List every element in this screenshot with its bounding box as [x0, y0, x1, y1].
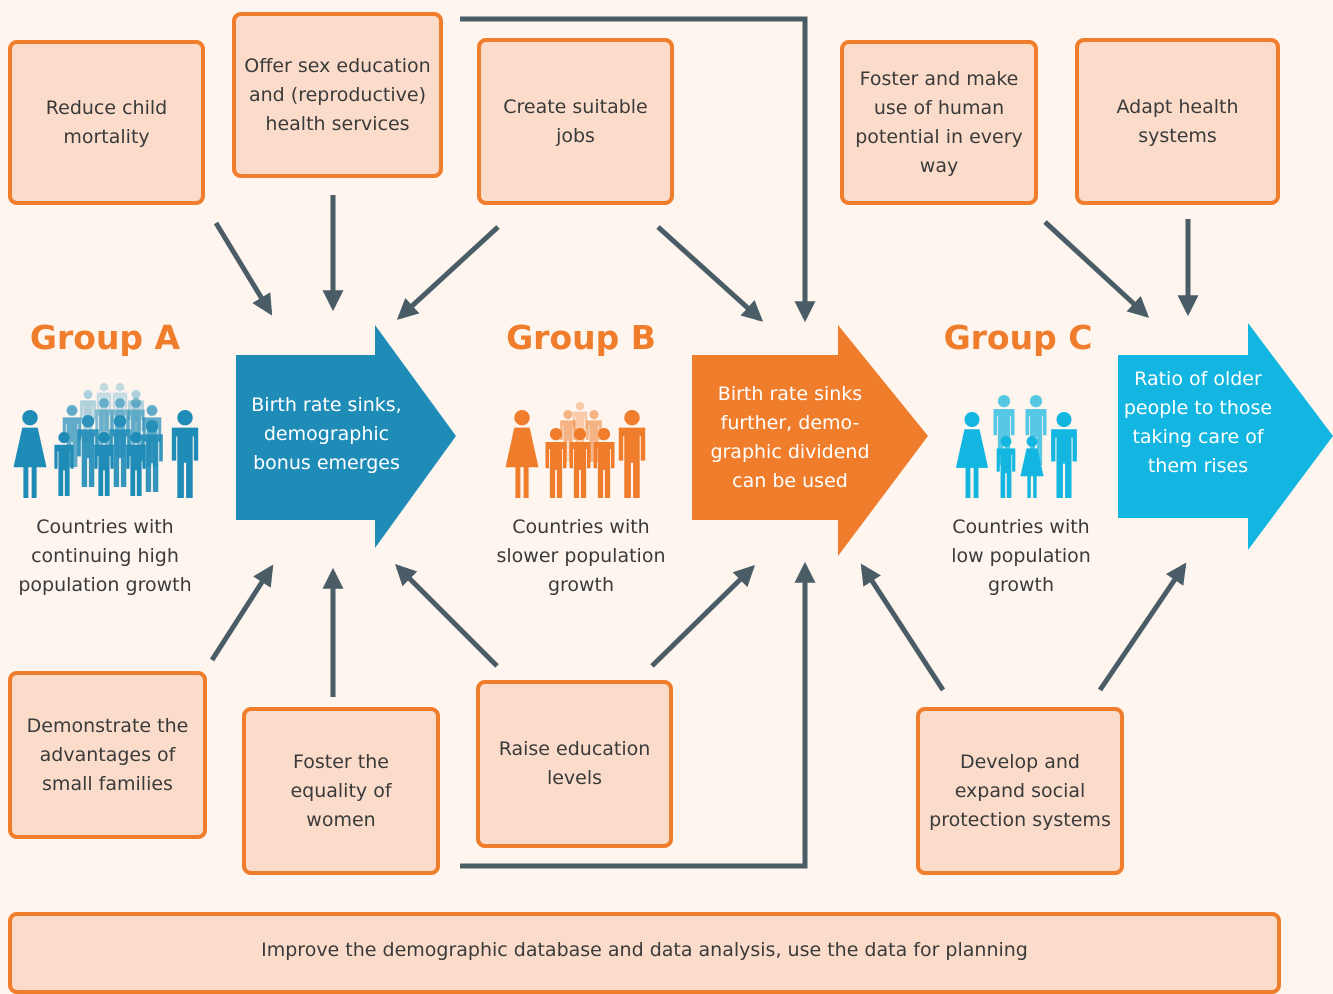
group-b-title: Group B [506, 318, 656, 357]
connector-small-families [209, 564, 274, 662]
group-a-arrow [236, 325, 456, 548]
box-label: Raise education levels [498, 738, 651, 789]
box-reduce-child-mortality: Reduce child mortality [8, 40, 205, 205]
group-a-title: Group A [29, 318, 181, 357]
person-icon [94, 432, 114, 496]
box-label: Develop and expand social protection sys… [929, 750, 1111, 831]
person-icon [545, 428, 567, 498]
group-c-arrow [1118, 323, 1333, 550]
box-label: Adapt health systems [1116, 95, 1239, 147]
small-crowd-icon [505, 402, 646, 498]
box-sex-education: Offer sex education and (reproductive) h… [232, 12, 443, 178]
box-education-levels: Raise education levels [476, 680, 673, 848]
connector-social-protection-b [860, 563, 946, 692]
person-icon [109, 415, 131, 487]
person-icon [955, 412, 989, 498]
group-b-arrow-label: Birth rate sinks further, demo-graphic d… [710, 383, 870, 492]
box-label: Foster and make use of human potential i… [855, 67, 1023, 177]
person-icon [593, 428, 615, 498]
connector-equality-to-b [460, 561, 816, 869]
connector-sex-education-to-b [460, 16, 816, 323]
person-icon [1051, 412, 1077, 499]
person-icon [13, 410, 47, 498]
box-label: Foster the equality of women [290, 750, 392, 831]
person-icon [171, 410, 199, 498]
box-health-systems: Adapt health systems [1075, 38, 1280, 205]
box-label: Offer sex education and (reproductive) h… [244, 54, 431, 135]
group-b-caption: Countries with slower population growth [496, 516, 666, 596]
box-label: Reduce child mortality [45, 96, 168, 148]
connector-human-potential [1043, 220, 1150, 318]
group-a-caption: Countries with continuing high populatio… [18, 516, 192, 596]
connector-social-protection-c [1097, 562, 1187, 692]
box-label: Create suitable jobs [503, 95, 648, 147]
group-c-title: Group C [943, 318, 1093, 357]
connector-education-a [395, 564, 499, 668]
person-icon [1020, 436, 1044, 498]
person-icon [126, 432, 146, 496]
family-icon [955, 395, 1077, 499]
person-icon [618, 410, 646, 498]
group-a-arrow-label: Birth rate sinks, demographic bonus emer… [251, 394, 402, 474]
group-c-caption: Countries with low population growth [951, 516, 1091, 596]
box-equality-women: Foster the equality of women [242, 707, 440, 875]
box-small-families: Demonstrate the advantages of small fami… [8, 671, 207, 839]
connector-jobs-b [656, 225, 764, 322]
group-c-arrow-label: Ratio of older people to those taking ca… [1123, 368, 1273, 477]
box-suitable-jobs: Create suitable jobs [477, 38, 674, 205]
crowd-icon [13, 383, 199, 498]
connector-education-b [650, 565, 755, 668]
box-human-potential: Foster and make use of human potential i… [840, 40, 1038, 205]
person-icon [505, 410, 539, 498]
person-icon [141, 420, 163, 492]
box-social-protection: Develop and expand social protection sys… [916, 707, 1124, 875]
box-label: Demonstrate the advantages of small fami… [26, 714, 189, 795]
person-icon [996, 436, 1016, 498]
group-b-arrow [692, 325, 928, 556]
person-icon [77, 415, 99, 487]
footer-box: Improve the demographic database and dat… [8, 912, 1281, 994]
connector-child-mortality [213, 221, 273, 316]
person-icon [54, 432, 74, 496]
connector-jobs-a [396, 225, 500, 320]
footer-label: Improve the demographic database and dat… [261, 939, 1028, 961]
person-icon [569, 428, 591, 498]
